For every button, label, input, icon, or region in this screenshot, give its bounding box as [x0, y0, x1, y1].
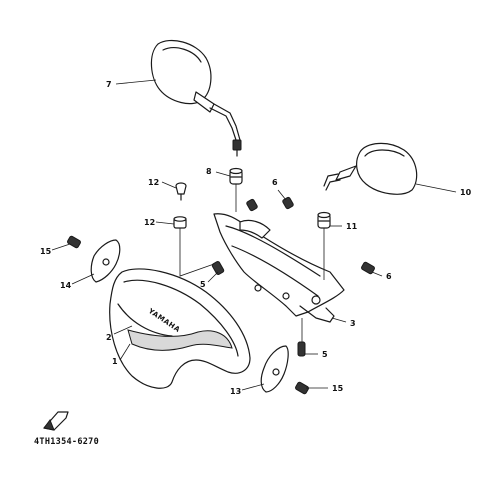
front-direction-arrow-icon: [43, 411, 69, 431]
right-mirror: [323, 142, 418, 195]
screw-6-lower: [361, 261, 375, 275]
screw-15-left: [67, 235, 81, 249]
part-label-9: 10: [460, 188, 472, 197]
part-label-4: 5: [200, 280, 206, 289]
part-label-6-lower: 6: [386, 272, 392, 281]
left-mirror: [150, 39, 242, 157]
assembly-lines: [179, 184, 325, 342]
drawing-code: 4TH1354-6270: [34, 437, 99, 447]
screw-4: [211, 261, 225, 275]
right-side-cover: [260, 345, 289, 393]
part-labels: 7 10 8 12 12 6 11 5 6 3 5 15 14 2 1 13 1…: [40, 80, 472, 396]
front-cover: YAMAHA: [109, 268, 251, 389]
grommet-10: [317, 211, 331, 229]
part-label-15-left: 15: [40, 247, 52, 256]
grommet-8: [229, 167, 243, 185]
part-label-7: 7: [106, 80, 112, 89]
part-label-3: 3: [350, 319, 356, 328]
part-label-12: 12: [148, 178, 159, 187]
part-label-6-upper: 6: [272, 178, 278, 187]
part-label-5: 5: [322, 350, 328, 359]
part-label-1: 1: [112, 357, 118, 366]
part-label-13: 13: [230, 387, 241, 396]
screw-6-upper: [282, 196, 294, 210]
part-label-8: 8: [206, 167, 212, 176]
handlebar-bracket: [213, 213, 345, 323]
leader-lines: [51, 79, 457, 391]
screw-15-right: [295, 381, 309, 395]
left-side-cover: [90, 239, 121, 283]
screw-4-upper: [246, 198, 258, 212]
collar-11: [173, 216, 187, 229]
part-label-15-right: 15: [332, 384, 344, 393]
cap-12: [175, 182, 187, 201]
part-label-11: 12: [144, 218, 155, 227]
part-label-14: 14: [60, 281, 72, 290]
part-label-10: 11: [346, 222, 358, 231]
part-label-2: 2: [106, 333, 112, 342]
screw-5: [297, 341, 306, 357]
